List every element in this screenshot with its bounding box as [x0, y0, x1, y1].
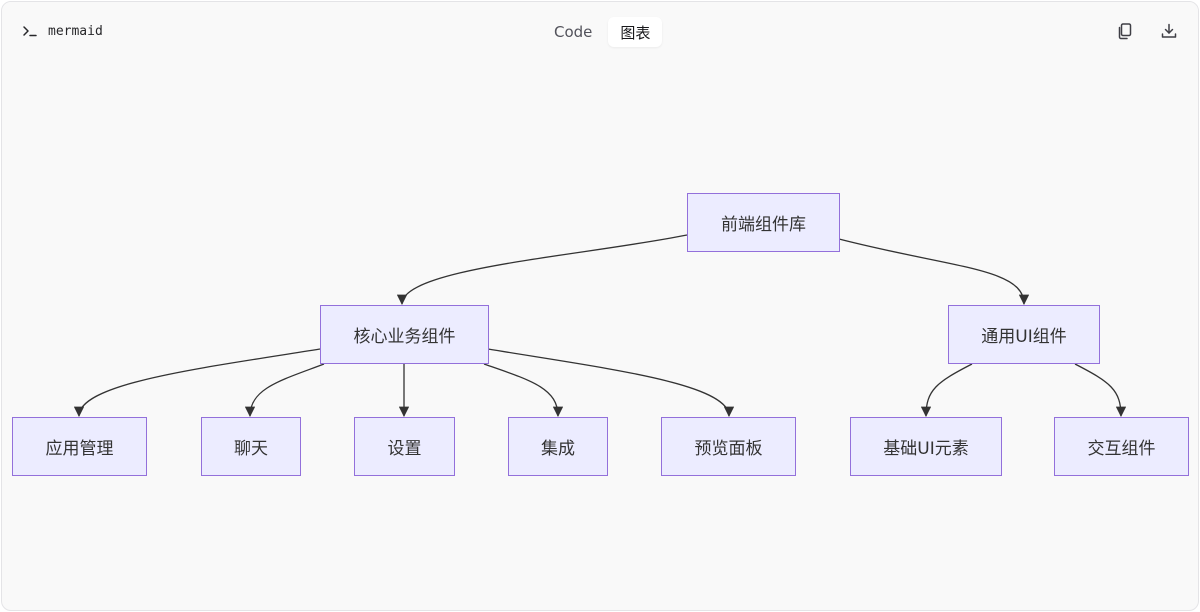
edge-core-preview — [487, 348, 735, 418]
header-actions — [1114, 20, 1180, 42]
node-common: 通用UI组件 — [948, 305, 1100, 364]
diagram-canvas: 前端组件库 核心业务组件 通用UI组件 应用管理 聊天 设置 集成 预览面板 基… — [2, 58, 1198, 610]
terminal-prompt-icon — [22, 23, 38, 39]
download-icon — [1161, 23, 1177, 38]
edge-root-common — [838, 238, 1030, 306]
view-toggle: Code 图表 — [542, 16, 663, 48]
edge-common-base-ui — [920, 363, 973, 418]
node-interactive: 交互组件 — [1054, 417, 1189, 476]
tab-code[interactable]: Code — [554, 23, 593, 41]
language-label: mermaid — [48, 23, 103, 39]
node-chat: 聊天 — [201, 417, 301, 476]
node-integration: 集成 — [508, 417, 608, 476]
node-settings: 设置 — [354, 417, 455, 476]
code-block-header: mermaid Code 图表 — [2, 2, 1198, 58]
edge-common-interactive — [1074, 363, 1127, 418]
node-app-mgmt: 应用管理 — [12, 417, 147, 476]
diagram-edges — [73, 234, 1127, 418]
language-indicator: mermaid — [22, 21, 103, 41]
node-core: 核心业务组件 — [320, 305, 489, 364]
tab-diagram[interactable]: 图表 — [608, 17, 663, 47]
copy-icon — [1118, 23, 1132, 40]
node-root: 前端组件库 — [687, 193, 840, 252]
node-preview: 预览面板 — [661, 417, 796, 476]
edge-core-chat — [244, 363, 325, 418]
copy-button[interactable] — [1114, 20, 1136, 42]
edge-core-app-mgmt — [73, 348, 321, 418]
download-button[interactable] — [1158, 20, 1180, 42]
edge-root-core — [396, 234, 688, 306]
edge-core-integration — [483, 363, 564, 418]
node-base-ui: 基础UI元素 — [850, 417, 1002, 476]
